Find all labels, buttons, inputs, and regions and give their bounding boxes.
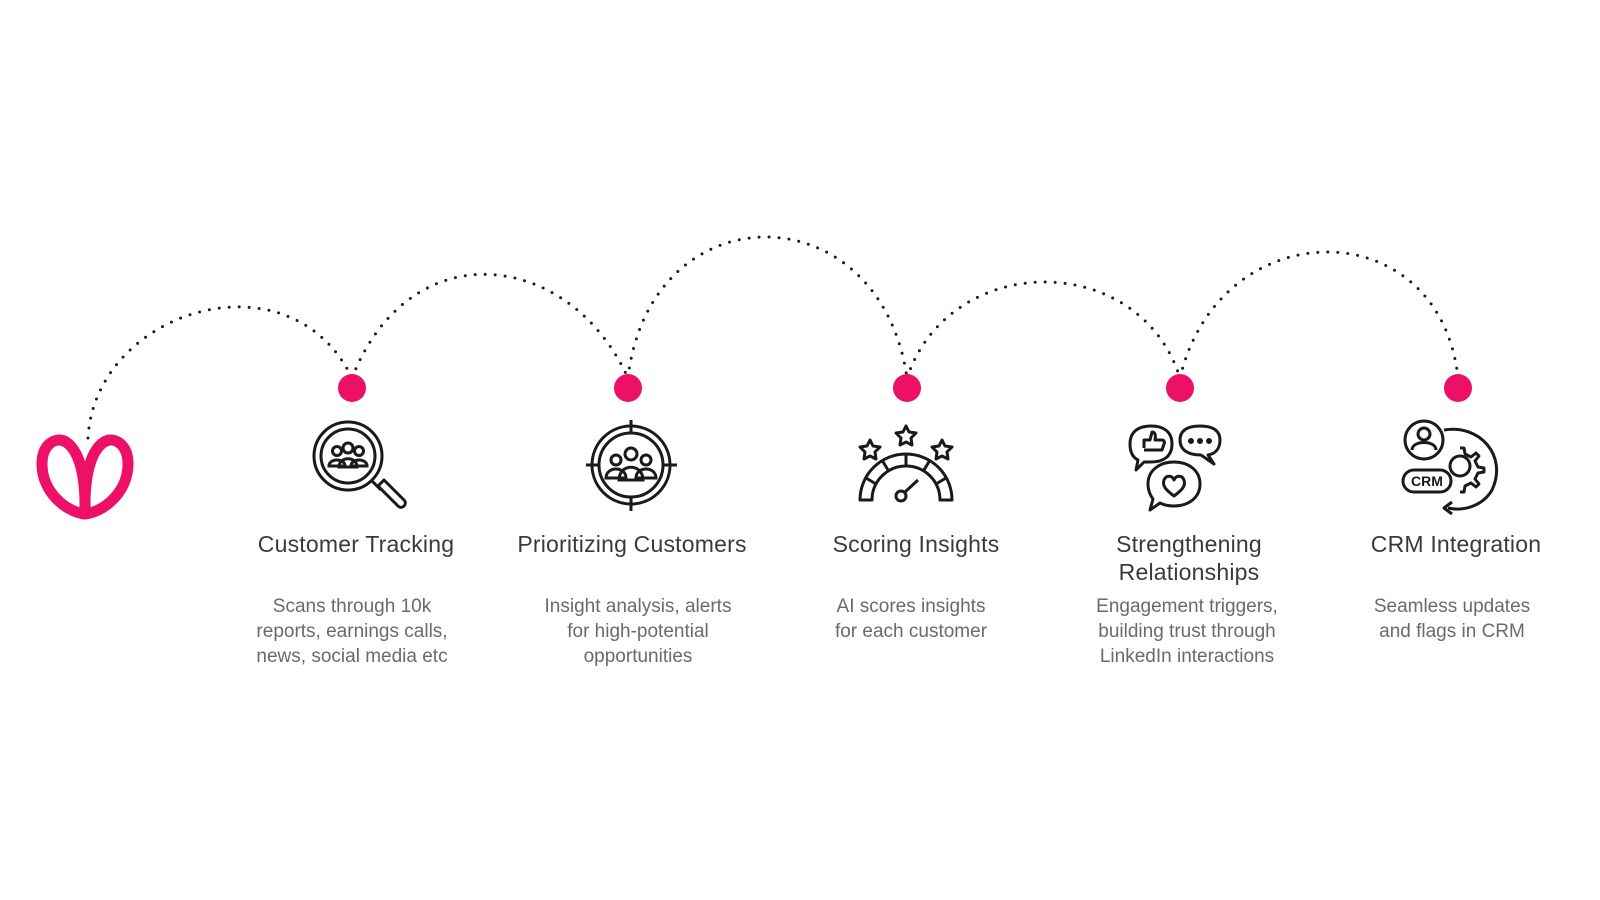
arc-1 (86, 305, 354, 440)
desc-line: Insight analysis, alerts (544, 596, 732, 617)
step-description: Seamless updates and flags in CRM (1327, 594, 1577, 644)
step-description: Insight analysis, alerts for high-potent… (513, 594, 763, 669)
desc-line: building trust through (1098, 621, 1276, 642)
title-line: Relationships (1118, 559, 1260, 585)
magnifier-group-icon (312, 420, 407, 509)
desc-line: for high-potential (567, 621, 709, 642)
step-marker-dot (338, 374, 366, 402)
step-marker-dot (614, 374, 642, 402)
desc-line: and flags in CRM (1379, 621, 1525, 642)
desc-line: AI scores insights (836, 596, 986, 617)
step-marker-dot (893, 374, 921, 402)
step-title: Strengthening Relationships (1049, 530, 1329, 586)
desc-line: opportunities (583, 646, 693, 667)
arc-5 (1178, 250, 1460, 380)
desc-line: Engagement triggers, (1096, 596, 1278, 617)
step-title: CRM Integration (1370, 531, 1542, 557)
desc-line: Scans through 10k (272, 596, 432, 617)
desc-line: Seamless updates (1373, 596, 1531, 617)
heart-loop-logo-icon (36, 434, 134, 520)
desc-line: LinkedIn interactions (1099, 646, 1275, 667)
gauge-stars-icon (858, 424, 954, 503)
step-title: Customer Tracking (257, 531, 455, 557)
step-description: Engagement triggers, building trust thro… (1062, 594, 1312, 669)
desc-line: for each customer (834, 621, 988, 642)
desc-line: reports, earnings calls, (256, 621, 448, 642)
step-marker-dot (1166, 374, 1194, 402)
arc-4 (905, 280, 1182, 380)
desc-line: news, social media etc (256, 646, 448, 667)
step-marker-dot (1444, 374, 1472, 402)
step-description: Scans through 10k reports, earnings call… (227, 594, 477, 669)
title-line: Strengthening (1116, 531, 1262, 557)
chat-bubbles-icon (1128, 424, 1222, 512)
crm-gear-icon: CRM (1401, 419, 1499, 516)
arc-2 (350, 273, 630, 380)
arc-3 (626, 235, 909, 380)
crm-icon-label: CRM (1411, 473, 1443, 489)
target-group-icon (586, 420, 677, 511)
step-description: AI scores insights for each customer (786, 594, 1036, 644)
step-title: Prioritizing Customers (517, 531, 747, 557)
step-title: Scoring Insights (832, 531, 1000, 557)
